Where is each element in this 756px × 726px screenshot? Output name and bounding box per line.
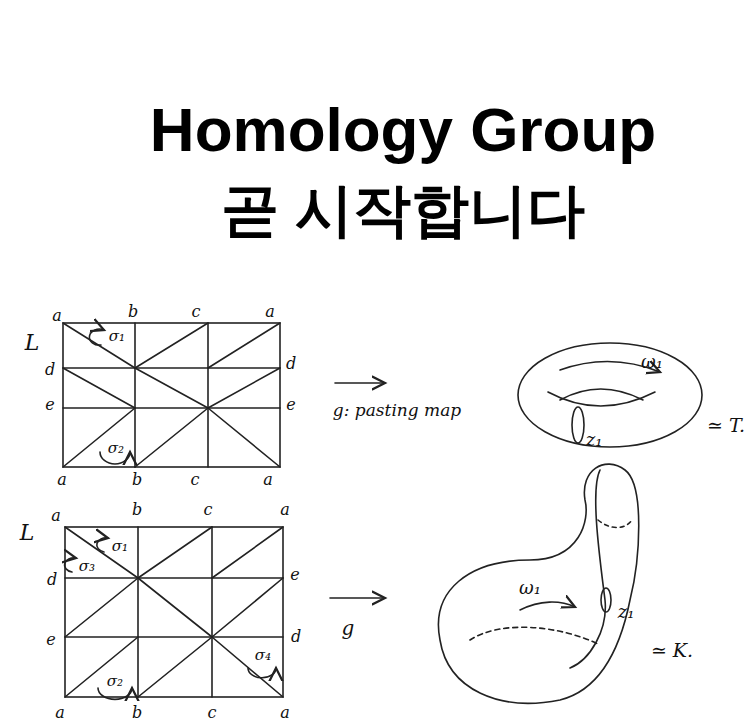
vertex-label: d [47, 572, 57, 588]
vertex-label: c [191, 472, 200, 488]
complex-label: L [20, 522, 35, 544]
vertex-label: e [286, 397, 295, 413]
vertex-label: a [57, 472, 67, 488]
space-label: ≃ T. [707, 416, 745, 435]
map-label: g [342, 618, 355, 638]
vertex-label: a [51, 508, 61, 524]
cycle-label: ω₁ [519, 579, 541, 597]
vertex-label: c [208, 705, 217, 721]
vertex-label: e [46, 632, 55, 648]
vertex-label: b [128, 304, 138, 320]
cycle-label: z₁ [618, 603, 635, 621]
vertex-label: d [291, 629, 301, 645]
vertex-label: a [52, 308, 62, 324]
simplex-label: σ₃ [79, 559, 95, 574]
simplex-label: σ₄ [255, 648, 271, 663]
vertex-label: a [263, 472, 273, 488]
vertex-label: c [204, 502, 213, 518]
vertex-label: a [265, 304, 275, 320]
vertex-label: e [45, 397, 54, 413]
vertex-label: b [132, 502, 142, 518]
vertex-label: a [55, 705, 65, 721]
subtitle: 곧 시작합니다 [221, 181, 585, 239]
title: Homology Group [150, 99, 656, 161]
simplex-label: σ₂ [107, 674, 123, 689]
complex-label: L [25, 332, 40, 354]
vertex-label: b [132, 705, 142, 721]
vertex-label: c [192, 304, 201, 320]
vertex-label: e [290, 567, 299, 583]
simplex-label: σ₁ [109, 329, 125, 344]
simplex-label: σ₂ [108, 441, 124, 456]
map-label: g: pasting map [333, 402, 461, 419]
vertex-label: a [280, 502, 290, 518]
vertex-label: d [45, 362, 55, 378]
cycle-label: ω₁ [641, 353, 663, 371]
space-label: ≃ K. [651, 641, 693, 660]
vertex-label: d [286, 356, 296, 372]
vertex-label: b [132, 472, 142, 488]
simplex-label: σ₁ [112, 539, 128, 554]
vertex-label: a [280, 705, 290, 721]
cycle-label: z₁ [586, 431, 603, 449]
